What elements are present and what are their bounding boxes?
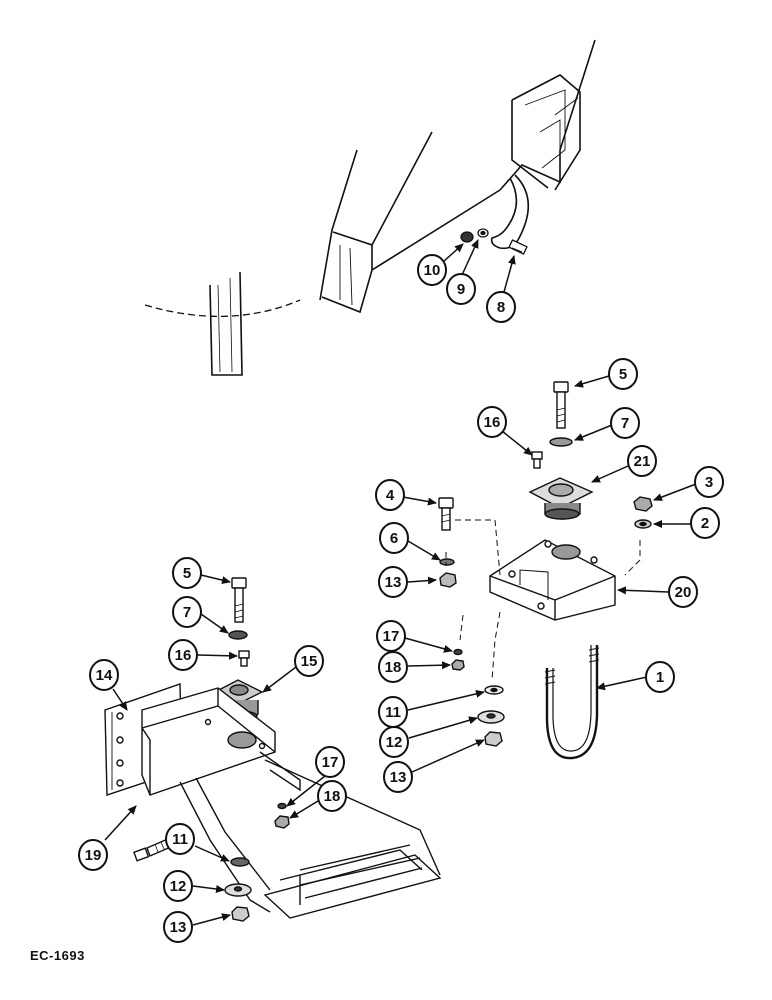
svg-text:7: 7 [183,604,191,621]
bolt-4 [438,497,454,531]
tractor-frame [144,39,596,376]
callout-11-left: 11 [165,823,195,855]
callout-14: 14 [89,659,119,691]
bolt-8 [508,239,528,255]
washer-7-left [228,630,248,640]
callout-5-left: 5 [172,557,202,589]
callout-3: 3 [694,466,724,498]
callout-13-left: 13 [163,911,193,943]
callout-5-right: 5 [608,358,638,390]
step-tread [263,844,442,919]
svg-text:2: 2 [701,515,709,532]
callout-7-right: 7 [610,407,640,439]
svg-text:18: 18 [324,788,341,805]
svg-text:13: 13 [390,769,407,786]
callout-8: 8 [486,291,516,323]
bolt-16-right [531,451,543,469]
callout-15: 15 [294,645,324,677]
callout-16-right: 16 [477,406,507,438]
callout-21: 21 [627,445,657,477]
washer-6 [439,558,455,566]
svg-text:14: 14 [96,667,113,684]
callout-4: 4 [375,479,405,511]
svg-text:5: 5 [183,565,191,582]
svg-text:11: 11 [172,831,188,848]
nut-10 [460,231,474,243]
callout-9: 9 [446,273,476,305]
callout-7-left: 7 [172,596,202,628]
svg-text:21: 21 [634,453,651,470]
svg-text:8: 8 [497,299,505,316]
callout-11-right: 11 [378,696,408,728]
bolt-5-left [231,577,247,623]
callout-13-right: 13 [383,761,413,793]
svg-text:13: 13 [170,919,187,936]
callout-12-right: 12 [379,726,409,758]
svg-text:17: 17 [383,628,400,645]
upper-hardware [460,228,528,255]
right-mount-assembly [438,381,653,760]
svg-text:19: 19 [85,847,102,864]
callout-19: 19 [78,839,108,871]
svg-text:5: 5 [619,366,627,383]
callout-18-right: 18 [378,651,408,683]
callout-13-upper: 13 [378,566,408,598]
svg-text:11: 11 [385,704,401,721]
svg-text:6: 6 [390,530,398,547]
washer-17-right [453,648,463,656]
bracket-20 [489,539,616,621]
svg-text:12: 12 [386,734,403,751]
svg-text:15: 15 [301,653,318,670]
callout-17-right: 17 [376,620,406,652]
leader-lines [104,239,697,926]
svg-text:9: 9 [457,281,465,298]
svg-text:3: 3 [705,474,713,491]
figure-code: EC-1693 [30,948,85,963]
bolt-16-left [238,650,250,667]
svg-text:4: 4 [386,487,395,504]
nut-13-left [231,906,250,922]
washer-17-left [277,802,287,810]
nut-18-left [274,815,290,829]
callouts: 10 9 8 5 16 7 21 3 4 2 6 13 20 17 18 1 1… [78,254,724,943]
svg-text:10: 10 [424,262,441,279]
bolt-5-right [553,381,569,429]
svg-text:12: 12 [170,878,187,895]
callout-18-left: 18 [317,780,347,812]
u-bolt-1 [544,645,600,760]
callout-17-left: 17 [315,746,345,778]
callout-16-left: 16 [168,639,198,671]
nut-18-right [451,659,465,671]
svg-text:7: 7 [621,415,629,432]
svg-text:20: 20 [675,584,692,601]
svg-text:1: 1 [656,669,664,686]
callout-1: 1 [645,661,675,693]
svg-text:18: 18 [385,659,402,676]
washer-11-left [230,857,250,867]
svg-text:17: 17 [322,754,339,771]
nut-13-right [484,731,503,747]
callout-2: 2 [690,507,720,539]
svg-text:13: 13 [385,574,402,591]
nut-3 [633,496,653,512]
callout-12-left: 12 [163,870,193,902]
washer-7-right [549,437,573,447]
svg-text:16: 16 [484,414,501,431]
callout-20: 20 [668,576,698,608]
nut-13-upper [439,572,457,588]
callout-6: 6 [379,522,409,554]
callout-10: 10 [417,254,447,286]
rubber-mount-21 [528,477,594,520]
svg-text:16: 16 [175,647,192,664]
